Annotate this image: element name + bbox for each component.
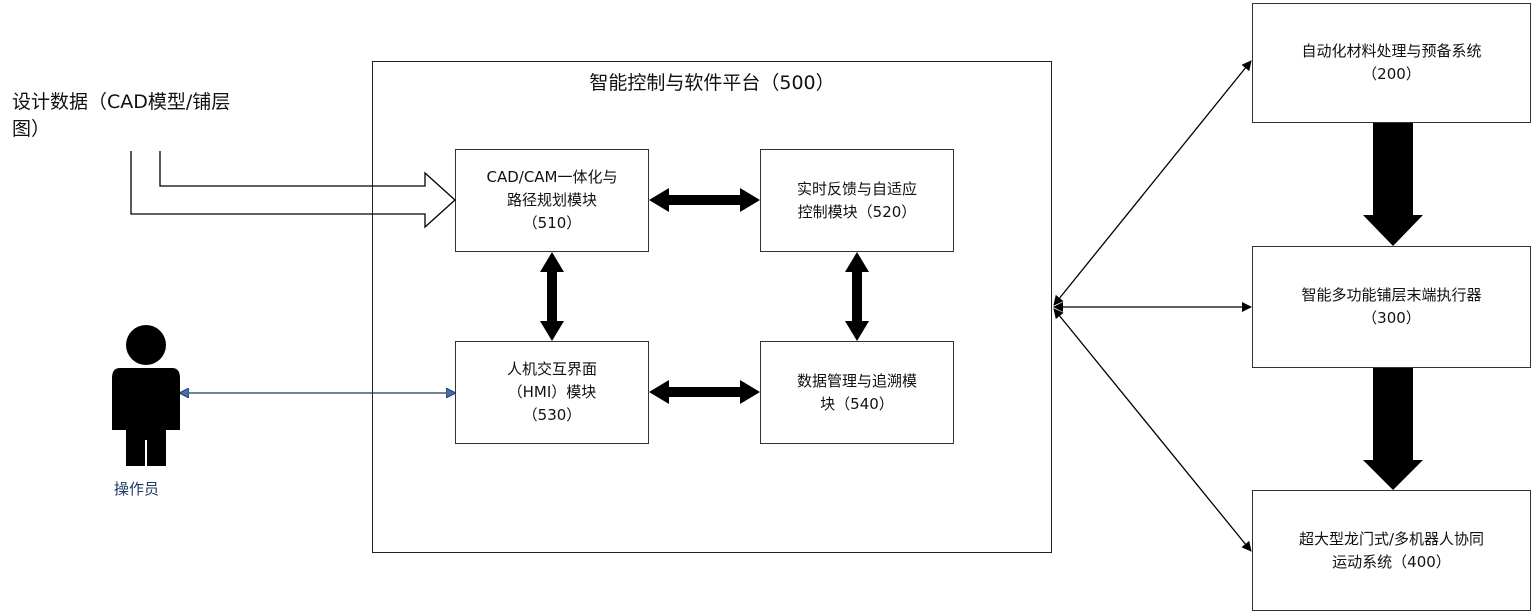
system-400-label: 超大型龙门式/多机器人协同 运动系统（400） <box>1298 529 1485 571</box>
system-300-label: 智能多功能铺层末端执行器 （300） <box>1301 286 1482 327</box>
arrow-520-540 <box>845 252 869 341</box>
design-data-input-arrow <box>130 151 456 229</box>
system-300-effector: 智能多功能铺层末端执行器 （300） <box>1252 246 1531 368</box>
arrow-300-400 <box>1363 368 1423 490</box>
system-200-label: 自动化材料处理与预备系统 （200） <box>1301 42 1482 83</box>
module-530-hmi: 人机交互界面 （HMI）模块 （530） <box>455 341 649 444</box>
arrow-530-540 <box>649 380 760 404</box>
system-200-material: 自动化材料处理与预备系统 （200） <box>1252 3 1531 123</box>
module-510-cad-cam: CAD/CAM一体化与 路径规划模块 （510） <box>455 149 649 252</box>
module-520-label: 实时反馈与自适应 控制模块（520） <box>796 179 917 221</box>
platform-title: 智能控制与软件平台（500） <box>589 72 835 94</box>
link-platform-400 <box>1053 308 1252 552</box>
module-520-feedback: 实时反馈与自适应 控制模块（520） <box>760 149 954 252</box>
design-data-label: 设计数据（CAD模型/铺层 图） <box>12 91 231 140</box>
module-510-label: CAD/CAM一体化与 路径规划模块 （510） <box>486 168 618 232</box>
link-platform-200 <box>1053 60 1252 306</box>
operator-label: 操作员 <box>114 480 160 498</box>
module-540-label: 数据管理与追溯模 块（540） <box>796 371 917 413</box>
arrow-510-530 <box>540 252 564 341</box>
person-icon <box>112 325 180 466</box>
arrow-200-300 <box>1363 123 1423 246</box>
system-400-motion: 超大型龙门式/多机器人协同 运动系统（400） <box>1252 490 1531 611</box>
module-530-label: 人机交互界面 （HMI）模块 （530） <box>506 360 597 424</box>
module-540-data: 数据管理与追溯模 块（540） <box>760 341 954 444</box>
arrow-510-520 <box>649 188 760 212</box>
control-platform <box>372 61 1052 553</box>
